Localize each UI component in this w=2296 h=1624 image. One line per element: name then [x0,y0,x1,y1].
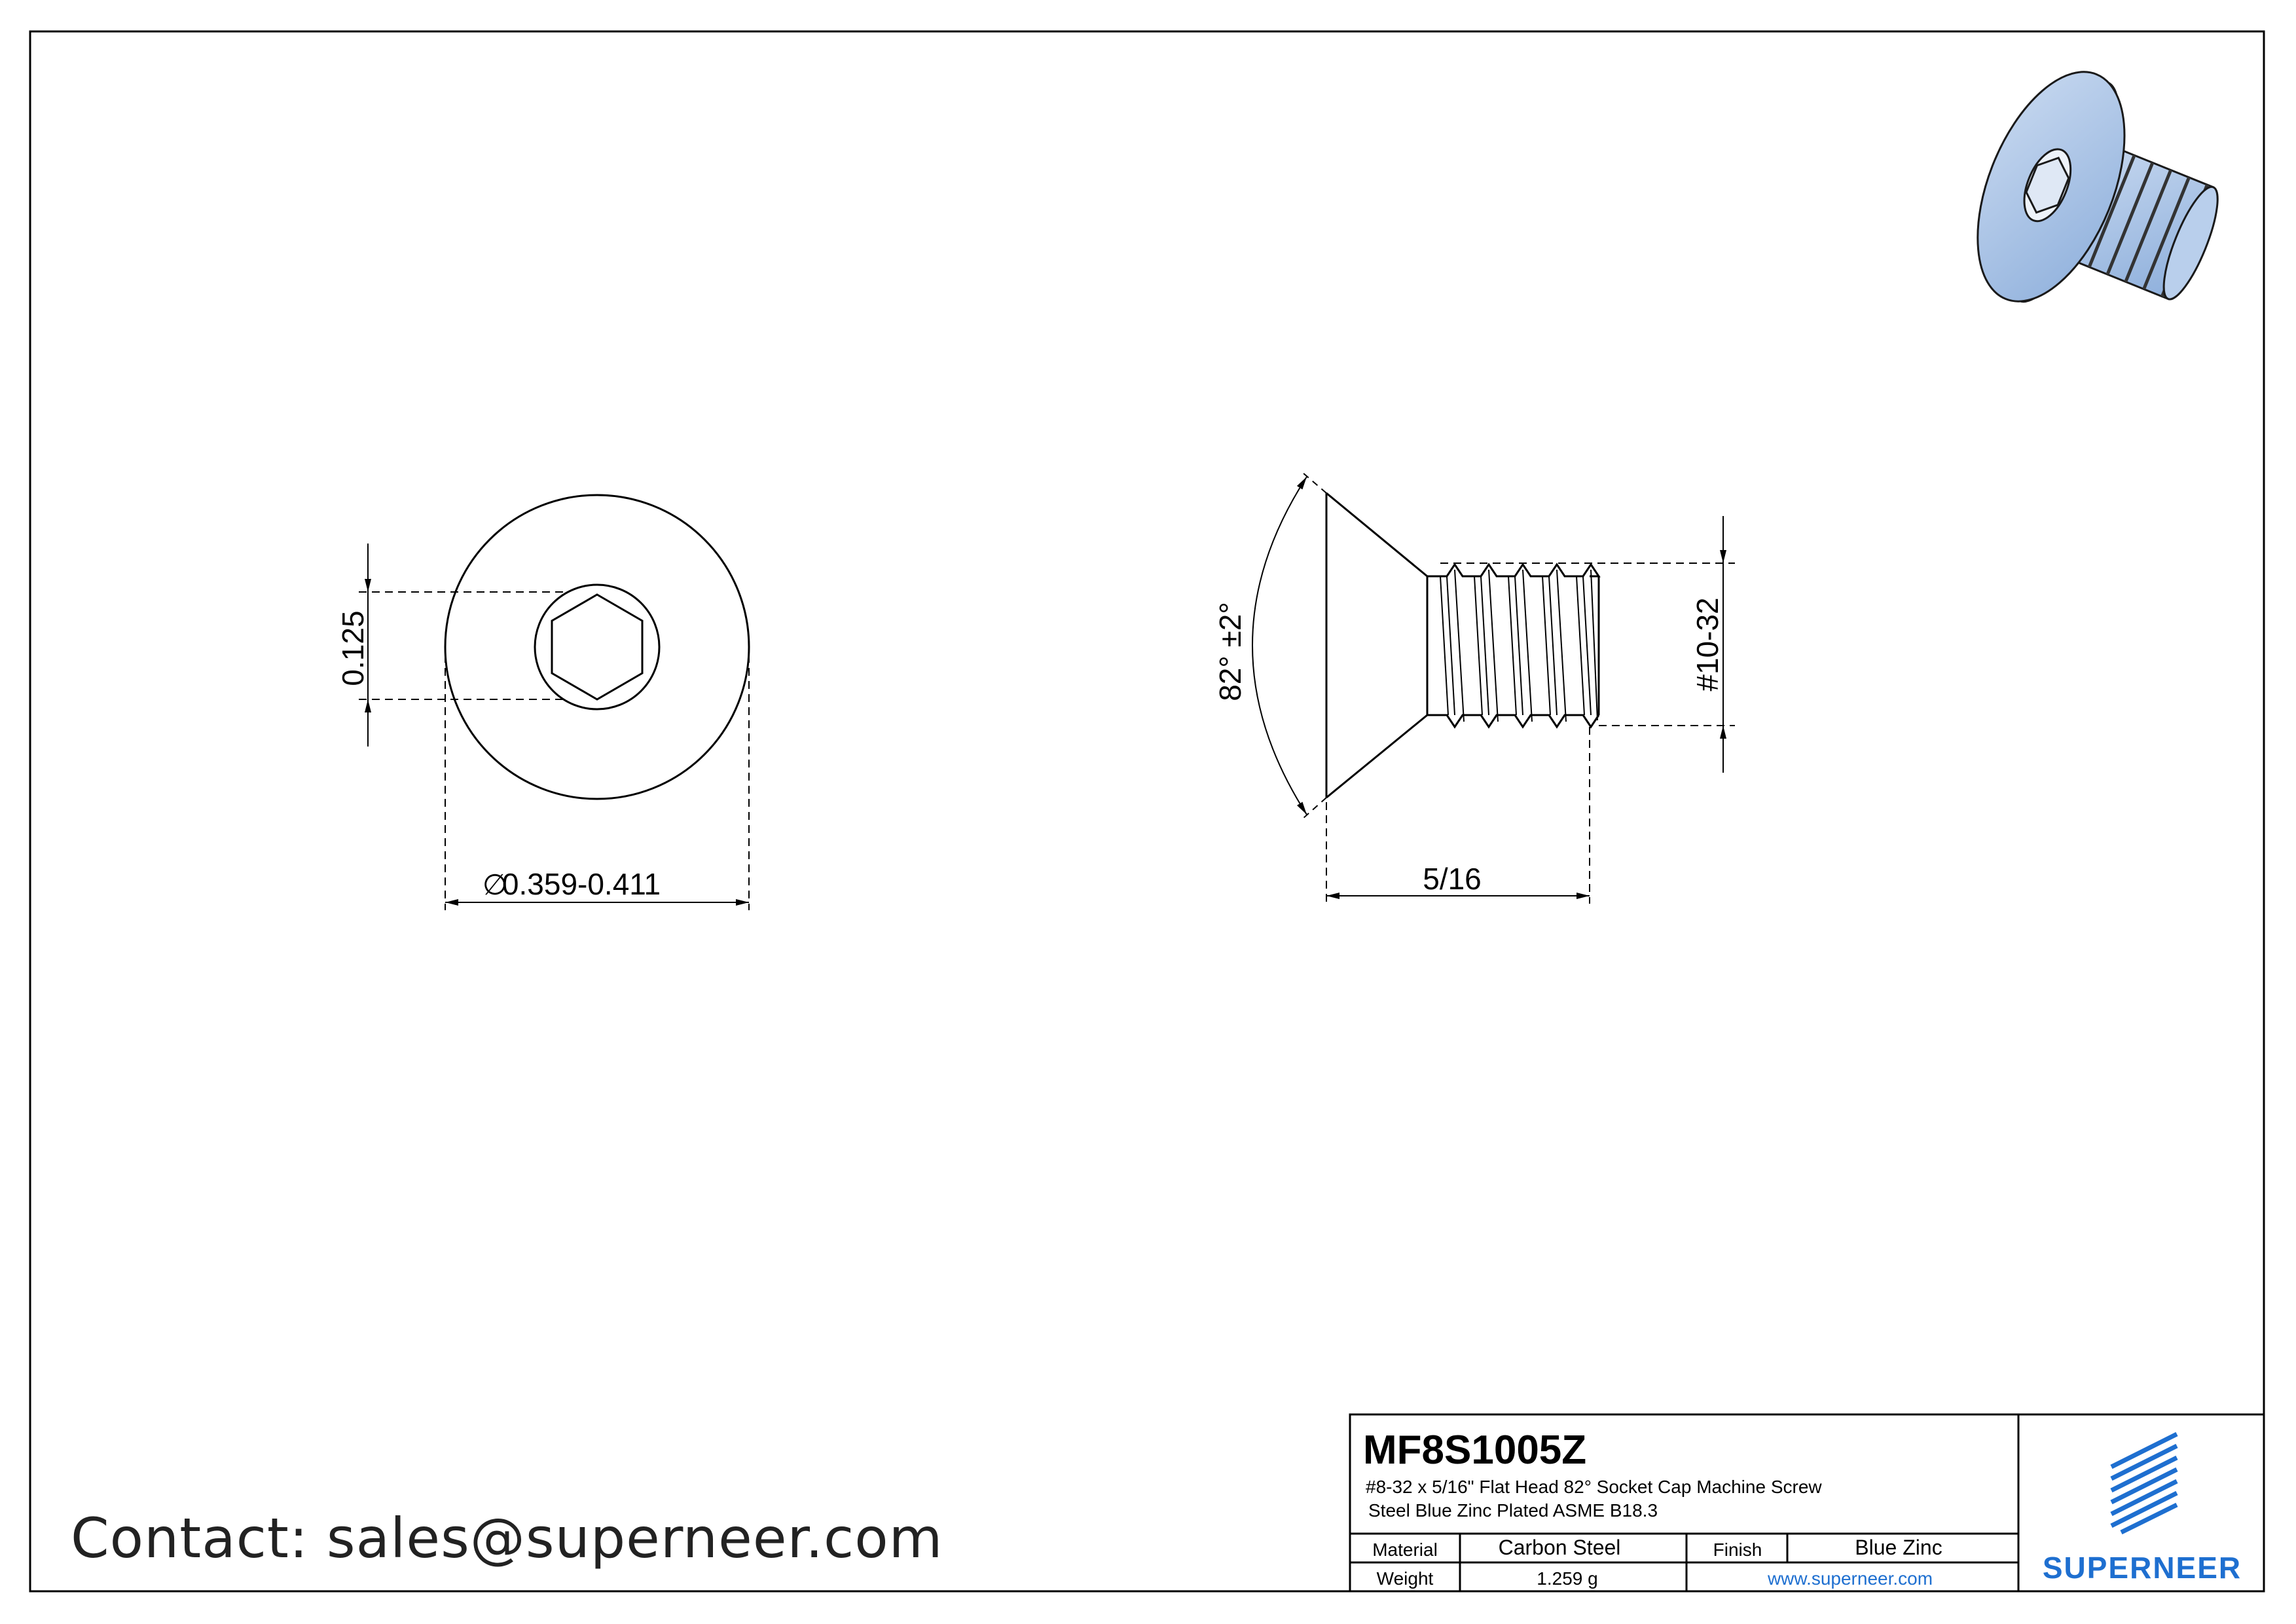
superneer-logo-icon [2110,1431,2178,1535]
thread-bottom [1427,714,1600,729]
length-label: 5/16 [1423,862,1482,896]
length-dimension [1326,727,1590,904]
screw-3d-image [1977,71,2219,303]
part-number: MF8S1005Z [1363,1428,1586,1473]
description-line2: Steel Blue Zinc Plated ASME B18.3 [1368,1500,1658,1521]
weight-label: Weight [1377,1568,1434,1589]
thread-top [1427,563,1601,578]
angle-dimension [1252,472,1327,819]
hex-socket [551,593,644,701]
diameter-symbol: ∅ [483,869,507,901]
front-view [444,494,750,800]
title-block [1349,1413,2265,1593]
socket-circle [534,583,661,710]
material-value: Carbon Steel [1499,1536,1621,1559]
head-circle [444,494,750,800]
drawing-border [29,30,2265,1593]
angle-label: 82° ±2° [1213,602,1247,701]
diameter-label: 0.359-0.411 [502,867,661,901]
thread-dimension [1440,516,1735,773]
hex-dimension [359,544,563,747]
material-label: Material [1372,1540,1438,1560]
finish-value: Blue Zinc [1855,1536,1942,1559]
description-line1: #8-32 x 5/16" Flat Head 82° Socket Cap M… [1366,1477,1822,1497]
side-view [1325,492,1601,799]
hex-dimension-label: 0.125 [336,610,370,686]
finish-label: Finish [1713,1540,1762,1560]
thread-lines [1440,569,1598,722]
website-link[interactable]: www.superneer.com [1767,1568,1933,1589]
brand-name: SUPERNEER [2043,1551,2242,1585]
weight-value: 1.259 g [1537,1568,1597,1589]
diameter-dimension [445,655,750,910]
contact-email: Contact: sales@superneer.com [71,1506,943,1570]
thread-label: #10-32 [1690,597,1724,691]
